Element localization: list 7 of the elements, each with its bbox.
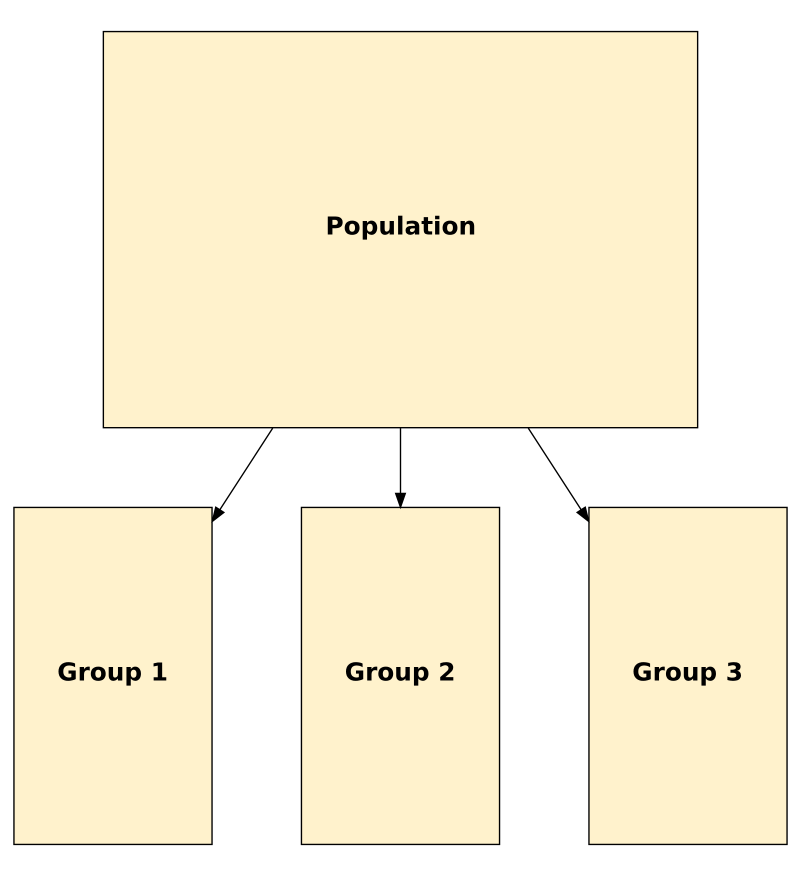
arrow xyxy=(211,427,274,523)
node-box: Group 3 xyxy=(588,506,788,845)
node-box: Population xyxy=(102,30,698,428)
arrow xyxy=(394,428,406,509)
node-box: Group 2 xyxy=(300,506,500,845)
node-box: Group 1 xyxy=(13,506,213,845)
arrow xyxy=(528,427,590,523)
